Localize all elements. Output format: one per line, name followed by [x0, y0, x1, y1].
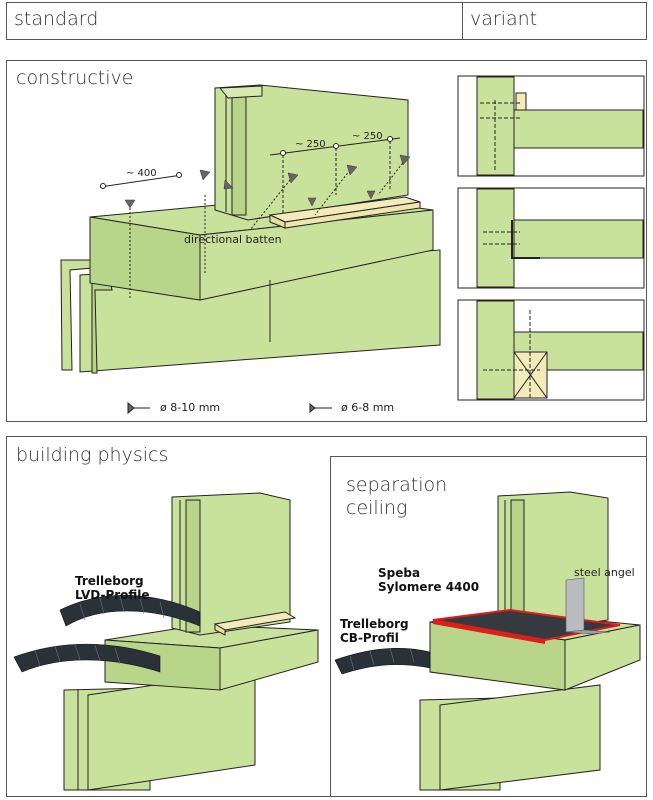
- variant-label: variant: [470, 8, 538, 30]
- dimension-250-left: ~ 250: [295, 139, 326, 150]
- speba-label-line1: Speba: [378, 566, 421, 580]
- dimension-400: ~ 400: [126, 168, 157, 179]
- directional-batten-label: directional batten: [184, 233, 282, 246]
- building-physics-title: building physics: [16, 444, 169, 466]
- speba-label-line2: Sylomere 4400: [378, 580, 480, 594]
- screw-large-label: ø 8-10 mm: [160, 401, 221, 414]
- steel-angel-label: steel angel: [574, 566, 635, 579]
- header-divider: [462, 3, 463, 39]
- constructive-title: constructive: [16, 67, 134, 89]
- cb-profile-label-line1: Trelleborg: [340, 617, 409, 631]
- separation-title-line2: ceiling: [346, 497, 408, 519]
- lvd-profile-label-line2: LVD-Profile: [75, 588, 150, 602]
- lvd-profile-label-line1: Trelleborg: [75, 574, 144, 588]
- screw-small-label: ø 6-8 mm: [341, 401, 395, 414]
- header-bar: [6, 2, 647, 40]
- standard-label: standard: [14, 8, 99, 30]
- dimension-250-right: ~ 250: [352, 131, 383, 142]
- cb-profile-label-line2: CB-Profil: [340, 631, 399, 645]
- separation-title-line1: separation: [346, 474, 448, 496]
